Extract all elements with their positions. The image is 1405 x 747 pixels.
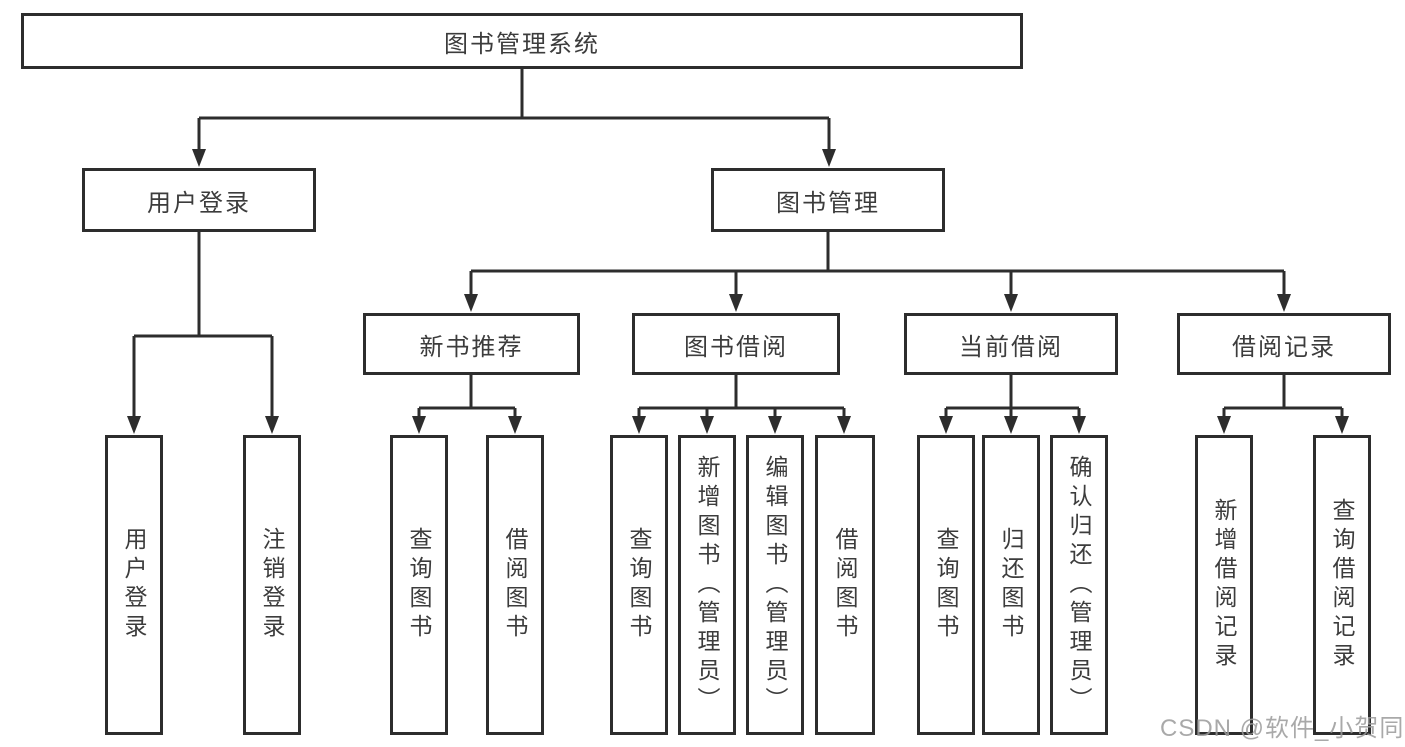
leaf-logout-label: 注销登录 xyxy=(259,527,285,643)
node-user-login-label: 用户登录 xyxy=(147,189,251,217)
node-root-label: 图书管理系统 xyxy=(444,30,600,58)
leaf-edit-book-admin: 编辑图书（管理员） xyxy=(746,435,804,735)
leaf-add-book-admin: 新增图书（管理员） xyxy=(678,435,736,735)
leaf-edit-book-admin-label: 编辑图书（管理员） xyxy=(762,454,788,716)
arrowheads xyxy=(127,149,1349,434)
node-book-management: 图书管理 xyxy=(711,168,945,232)
node-new-book-recommend: 新书推荐 xyxy=(363,313,580,375)
node-borrowing-records-label: 借阅记录 xyxy=(1232,333,1336,361)
leaf-query-book-3-label: 查询图书 xyxy=(933,527,959,643)
leaf-add-borrow-record: 新增借阅记录 xyxy=(1195,435,1253,735)
leaf-borrow-book-2-label: 借阅图书 xyxy=(832,527,858,643)
leaf-user-login-label: 用户登录 xyxy=(121,527,147,643)
leaf-confirm-return-admin-label: 确认归还（管理员） xyxy=(1066,454,1092,716)
csdn-watermark: CSDN @软件_小贺同学 xyxy=(1160,715,1405,742)
leaf-add-borrow-record-label: 新增借阅记录 xyxy=(1211,498,1237,672)
leaf-return-book-label: 归还图书 xyxy=(998,527,1024,643)
leaf-confirm-return-admin: 确认归还（管理员） xyxy=(1050,435,1108,735)
node-book-borrowing: 图书借阅 xyxy=(632,313,840,375)
node-book-management-label: 图书管理 xyxy=(776,189,880,217)
node-borrowing-records: 借阅记录 xyxy=(1177,313,1391,375)
leaf-query-book-1-label: 查询图书 xyxy=(406,527,432,643)
leaf-add-book-admin-label: 新增图书（管理员） xyxy=(694,454,720,716)
node-root: 图书管理系统 xyxy=(21,13,1023,69)
leaf-borrow-book-2: 借阅图书 xyxy=(815,435,875,735)
leaf-query-book-1: 查询图书 xyxy=(390,435,448,735)
leaf-query-book-2-label: 查询图书 xyxy=(626,527,652,643)
leaf-borrow-book-1: 借阅图书 xyxy=(486,435,544,735)
leaf-query-book-2: 查询图书 xyxy=(610,435,668,735)
node-current-borrowing: 当前借阅 xyxy=(904,313,1118,375)
leaf-query-borrow-record: 查询借阅记录 xyxy=(1313,435,1371,735)
node-current-borrowing-label: 当前借阅 xyxy=(959,333,1063,361)
leaf-query-borrow-record-label: 查询借阅记录 xyxy=(1329,498,1355,672)
leaf-borrow-book-1-label: 借阅图书 xyxy=(502,527,528,643)
leaf-query-book-3: 查询图书 xyxy=(917,435,975,735)
leaf-user-login: 用户登录 xyxy=(105,435,163,735)
node-user-login: 用户登录 xyxy=(82,168,316,232)
leaf-logout: 注销登录 xyxy=(243,435,301,735)
leaf-return-book: 归还图书 xyxy=(982,435,1040,735)
node-new-book-recommend-label: 新书推荐 xyxy=(419,333,524,361)
node-book-borrowing-label: 图书借阅 xyxy=(684,333,788,361)
